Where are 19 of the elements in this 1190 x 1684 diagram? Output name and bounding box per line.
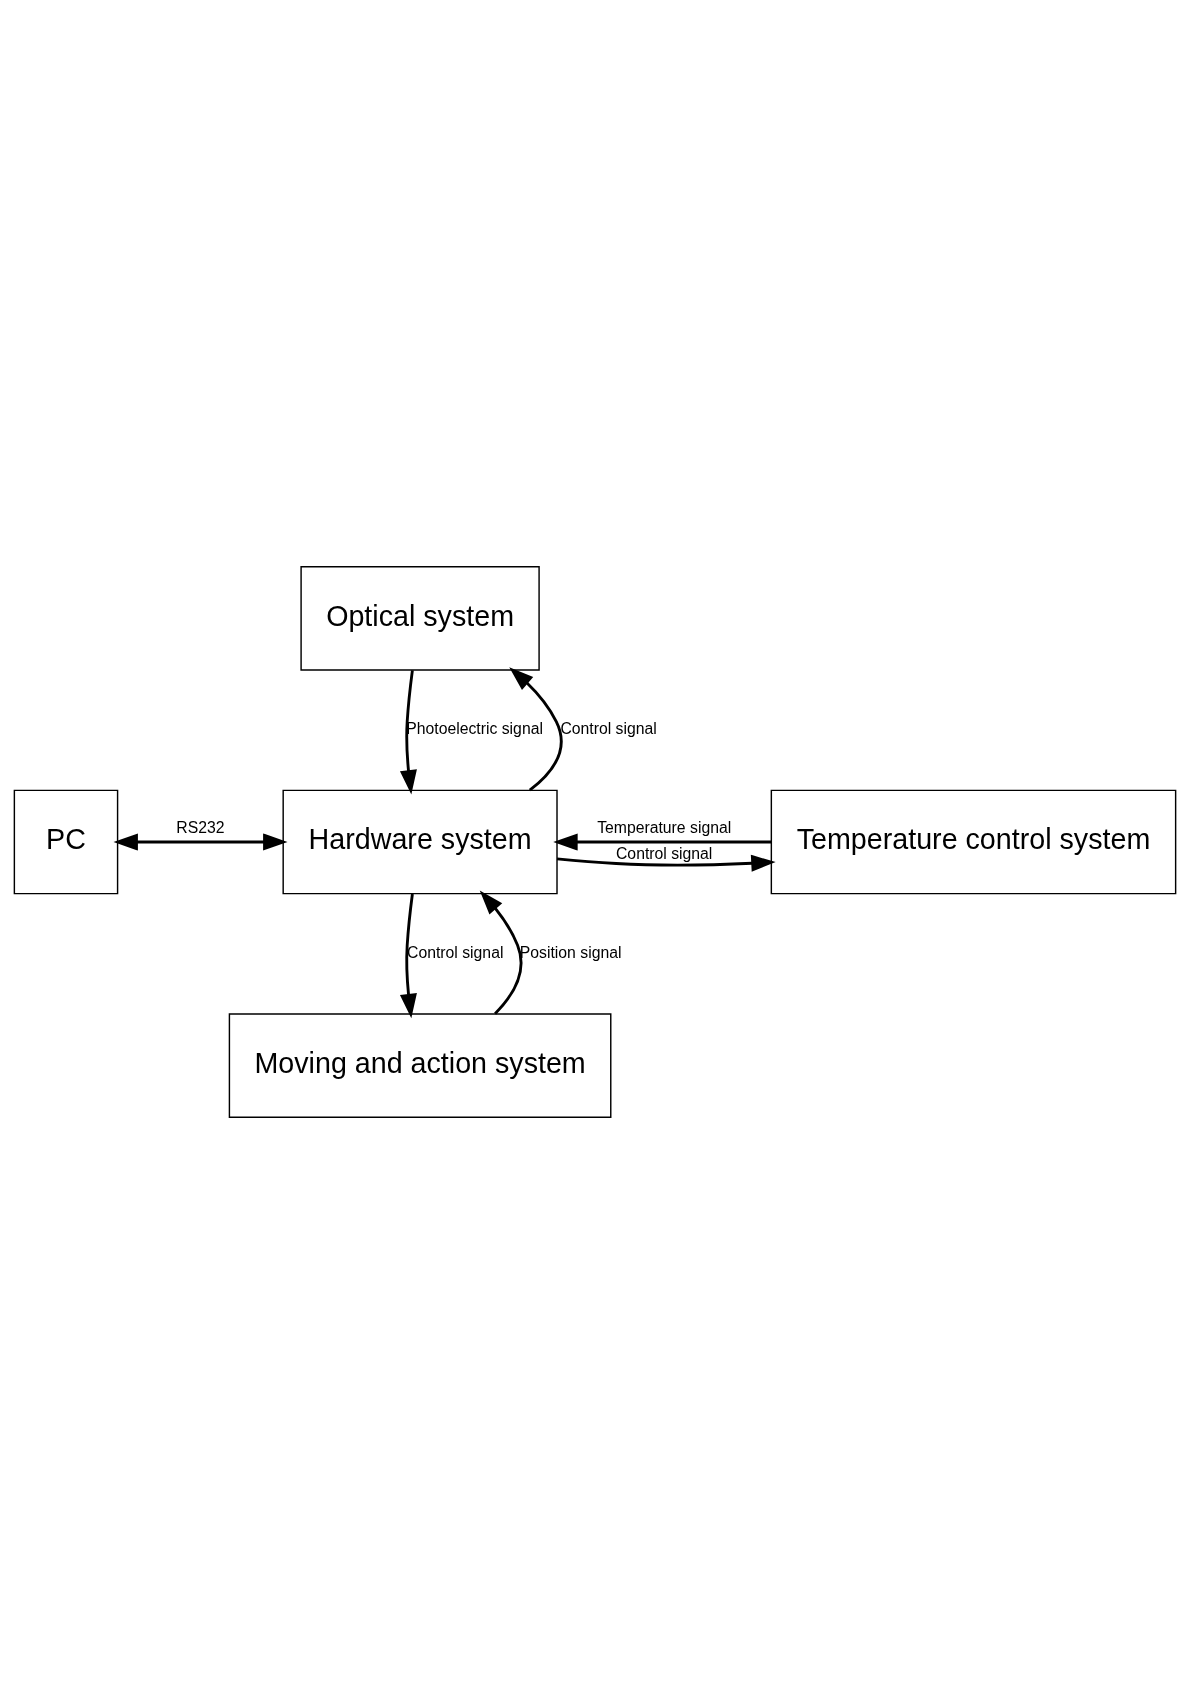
- node-box: Optical system: [300, 566, 540, 671]
- node-box: Hardware system: [282, 789, 558, 895]
- arrow: [399, 670, 417, 795]
- edge-label: Temperature signal: [597, 819, 732, 837]
- arrow: [399, 893, 417, 1019]
- arrow: [509, 667, 563, 792]
- edge-label: Position signal: [519, 943, 622, 961]
- edge-label: Photoelectric signal: [406, 720, 543, 738]
- node-box: Temperature control system: [770, 789, 1177, 895]
- edge-label: Control signal: [615, 844, 713, 862]
- node-box: Moving and action system: [228, 1013, 612, 1118]
- node-box: PC: [13, 789, 119, 895]
- edge-label: RS232: [176, 819, 225, 837]
- arrow: [553, 833, 772, 851]
- arrow: [556, 854, 776, 872]
- arrow: [479, 890, 523, 1015]
- edge-label: Control signal: [407, 943, 504, 961]
- arrow: [113, 833, 288, 851]
- edge-label: Control signal: [560, 720, 657, 738]
